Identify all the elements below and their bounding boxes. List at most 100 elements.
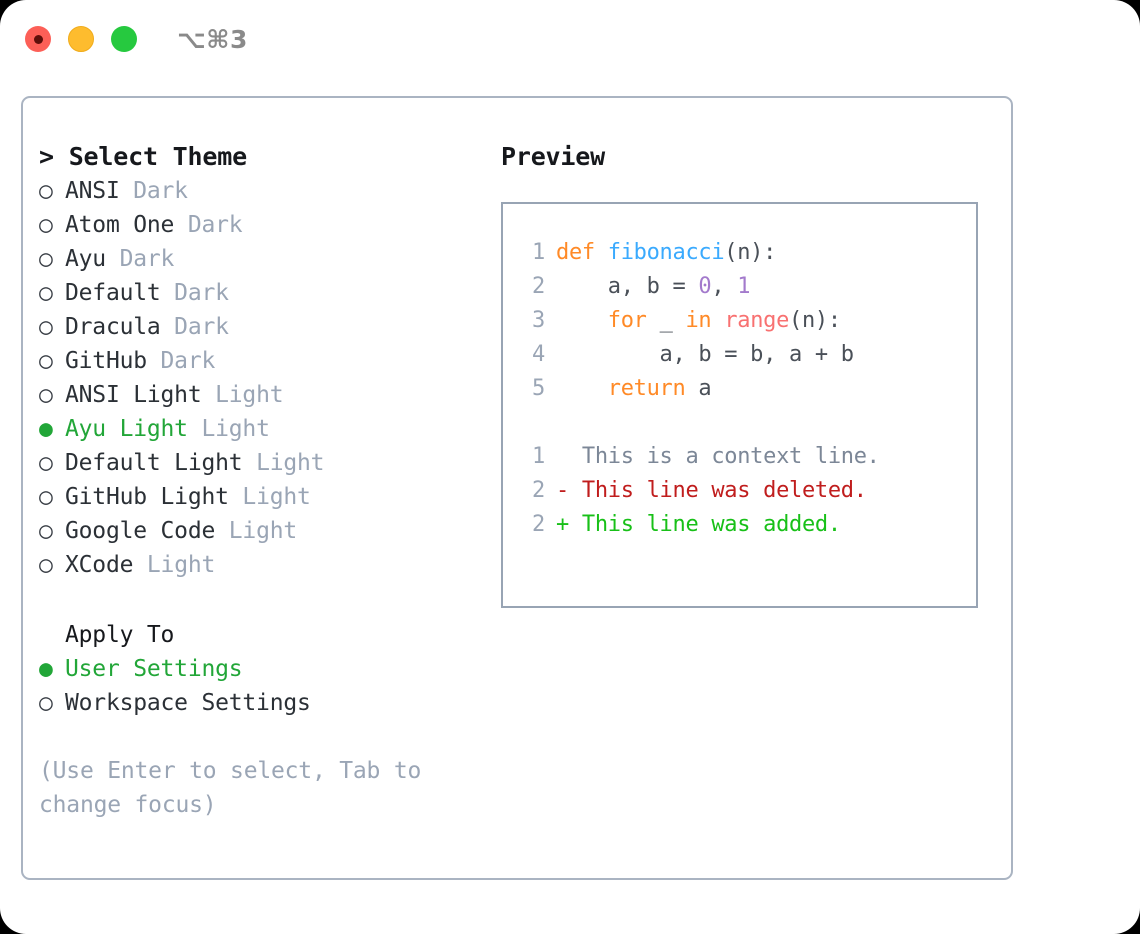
close-button[interactable] — [25, 26, 51, 52]
window-title-bar: ⌥⌘3 — [0, 0, 1140, 78]
code-line: 4 a, b = b, a + b — [517, 338, 970, 372]
radio-unselected-icon: ○ — [39, 246, 53, 272]
code-token — [711, 308, 724, 333]
theme-list-item[interactable]: ○ANSI Dark — [39, 174, 479, 208]
diff-marker: - — [556, 478, 582, 503]
code-line-content: a, b = b, a + b — [556, 338, 855, 372]
code-token — [556, 308, 608, 333]
radio-unselected-icon: ○ — [39, 314, 53, 340]
theme-list-item[interactable]: ○ Ayu Dark — [39, 242, 479, 276]
theme-name: Google Code — [65, 518, 216, 544]
code-token: return — [607, 376, 686, 401]
diff-line: 2- This line was deleted. — [517, 474, 970, 508]
theme-variant-label: Dark — [174, 212, 243, 238]
theme-variant-label: Dark — [119, 178, 188, 204]
apply-to-list: ● User Settings ○ Workspace Settings — [39, 652, 479, 720]
code-token: in — [685, 308, 712, 333]
radio-unselected-icon: ○ — [39, 178, 53, 204]
keyboard-hint-text: (Use Enter to select, Tab to change focu… — [39, 758, 422, 818]
theme-name: Ayu — [65, 246, 106, 272]
radio-selected-icon: ● — [39, 416, 53, 442]
code-line-content: return a — [556, 372, 712, 406]
diff-lines: 1 This is a context line.2- This line wa… — [517, 440, 970, 542]
apply-to-header: Apply To — [65, 622, 175, 648]
apply-to-label: Workspace Settings — [65, 690, 311, 716]
code-token: (n): — [724, 240, 777, 265]
code-spacer — [517, 406, 970, 440]
radio-unselected-icon: ○ — [39, 552, 53, 578]
apply-to-label: User Settings — [65, 656, 243, 682]
theme-list-item[interactable]: ○GitHub Light Light — [39, 480, 479, 514]
radio-unselected-icon: ○ — [39, 348, 53, 374]
theme-variant-label: Light — [187, 416, 270, 442]
recording-indicator-icon — [33, 34, 43, 44]
radio-unselected-icon: ○ — [39, 280, 53, 306]
theme-list-item[interactable]: ● Ayu Light Light — [39, 412, 479, 446]
maximize-button[interactable] — [111, 26, 137, 52]
theme-list-item[interactable]: ○Default Light Light — [39, 446, 479, 480]
theme-variant-label: Dark — [105, 246, 175, 272]
theme-list-item[interactable]: ○ Default Dark — [39, 276, 479, 310]
code-token: a, b = b, a + b — [556, 342, 855, 367]
main-panel: > Select Theme ○ANSI Dark○Atom One Dark○… — [21, 96, 1013, 880]
code-token: for — [607, 308, 647, 333]
diff-line: 2 + This line was added. — [517, 508, 970, 542]
code-token: def — [556, 240, 608, 265]
theme-variant-label: Dark — [160, 314, 229, 340]
theme-list: ○ANSI Dark○Atom One Dark○Ayu Dark○Defaul… — [39, 174, 479, 582]
code-line-number: 2 — [532, 274, 545, 299]
apply-to-section: Apply To ● User Settings ○ Workspace Settin… — [39, 618, 479, 720]
theme-list-item[interactable]: ○ XCode Light — [39, 548, 479, 582]
theme-name: Dracula — [65, 314, 161, 340]
select-theme-header: > Select Theme — [39, 142, 247, 171]
preview-header: Preview — [501, 142, 605, 171]
radio-unselected-icon: ○ — [39, 450, 53, 476]
theme-list-item[interactable]: ○ GitHub Dark — [39, 344, 479, 378]
theme-variant-label: Light — [242, 450, 325, 476]
code-token: range — [724, 308, 790, 333]
code-line-number: 5 — [532, 376, 545, 401]
diff-line-number: 2 — [532, 512, 545, 537]
theme-name: Ayu Light — [65, 416, 188, 442]
theme-list-item[interactable]: ○ Dracula Dark — [39, 310, 479, 344]
radio-unselected-icon: ○ — [39, 484, 53, 510]
theme-variant-label: Light — [133, 552, 216, 578]
theme-name: GitHub — [65, 348, 147, 374]
radio-unselected-icon: ○ — [39, 518, 53, 544]
theme-variant-label: Dark — [146, 348, 216, 374]
radio-unselected-icon: ○ — [39, 212, 53, 238]
theme-name: GitHub Light — [65, 484, 229, 510]
code-line: 2 a, b = 0, 1 — [517, 270, 970, 304]
code-line-number: 1 — [532, 240, 545, 265]
radio-selected-icon: ● — [39, 656, 53, 682]
code-token: a, b = — [556, 274, 699, 299]
apply-to-option[interactable]: ● User Settings — [39, 652, 479, 686]
diff-line-text: This is a context line. — [581, 444, 880, 469]
theme-name: XCode — [65, 552, 134, 578]
theme-variant-label: Dark — [160, 280, 229, 306]
diff-marker — [556, 440, 582, 474]
apply-to-option[interactable]: ○ Workspace Settings — [39, 686, 479, 720]
code-token — [556, 376, 608, 401]
code-token: 0 — [698, 274, 712, 299]
code-line: 5 return a — [517, 372, 970, 406]
theme-list-item[interactable]: ○ Google Code Light — [39, 514, 479, 548]
window-controls — [25, 26, 137, 52]
radio-unselected-icon: ○ — [39, 690, 53, 716]
code-token: _ — [646, 308, 686, 333]
code-line-number: 3 — [532, 308, 545, 333]
code-line-number: 4 — [532, 342, 545, 367]
diff-marker: + — [556, 512, 582, 537]
theme-name: Default — [65, 280, 161, 306]
radio-unselected-icon: ○ — [39, 382, 53, 408]
theme-list-item[interactable]: ○Atom One Dark — [39, 208, 479, 242]
theme-list-item[interactable]: ○ANSI Light Light — [39, 378, 479, 412]
minimize-button[interactable] — [68, 26, 94, 52]
theme-variant-label: Light — [215, 518, 298, 544]
window-shortcut-label: ⌥⌘3 — [177, 24, 248, 54]
diff-line-text: This line was added. — [581, 512, 841, 537]
